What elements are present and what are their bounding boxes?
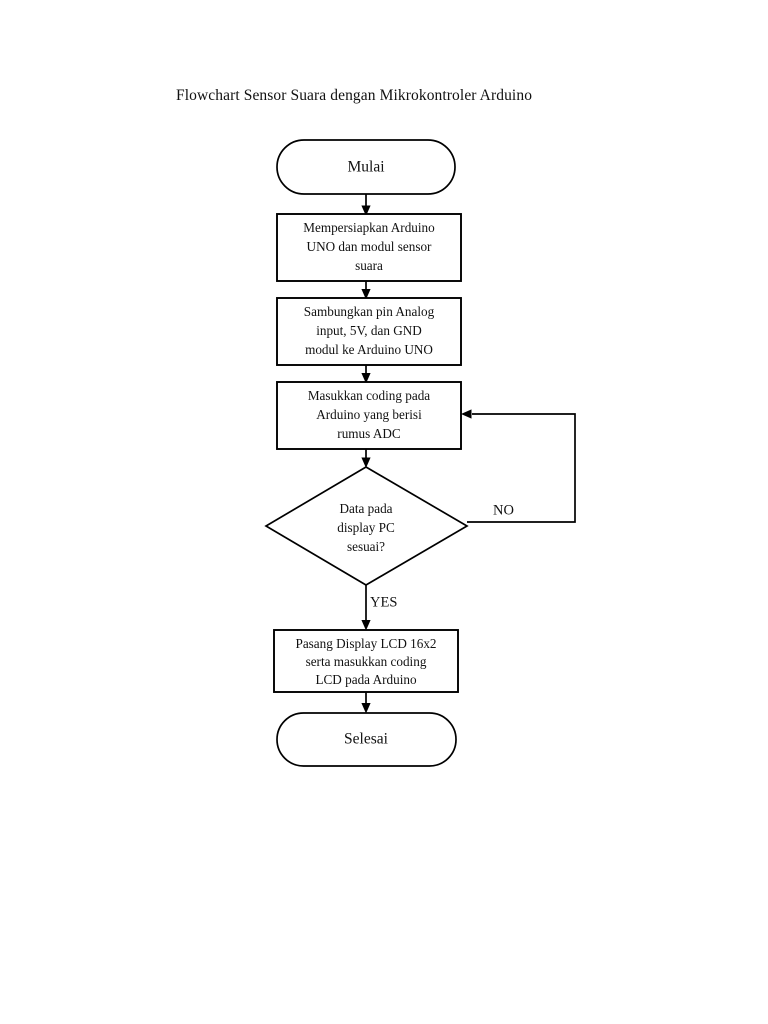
node-end[interactable]: Selesai [276, 712, 457, 767]
node-p3-line-2: Arduino yang berisi [316, 407, 422, 422]
node-d1-line-1: Data pada [339, 501, 392, 516]
edge-label-yes: YES [370, 594, 397, 610]
edge-decision-to-p4-yes [361, 585, 371, 631]
node-p4-line-3: LCD pada Arduino [315, 672, 416, 687]
node-p3-line-3: rumus ADC [337, 426, 401, 441]
node-p1-line-3: suara [355, 258, 383, 273]
edge-p1-to-p2 [361, 281, 371, 300]
node-process-connect-pins[interactable]: Sambungkan pin Analog input, 5V, dan GND… [276, 297, 462, 366]
node-p2-line-1: Sambungkan pin Analog [304, 304, 435, 319]
node-p2-line-2: input, 5V, dan GND [316, 323, 422, 338]
node-start-label: Mulai [347, 159, 385, 176]
node-p1-line-2: UNO dan modul sensor [307, 239, 433, 254]
edge-start-to-p1 [361, 194, 371, 216]
node-p1-line-1: Mempersiapkan Arduino [303, 220, 435, 235]
node-process-prepare-arduino[interactable]: Mempersiapkan Arduino UNO dan modul sens… [276, 213, 462, 282]
node-end-label: Selesai [344, 731, 389, 748]
edge-p4-to-end [361, 692, 371, 714]
node-p2-line-3: modul ke Arduino UNO [305, 342, 433, 357]
node-decision-data-sesuai[interactable]: Data pada display PC sesuai? [264, 466, 469, 586]
page-title: Flowchart Sensor Suara dengan Mikrokontr… [176, 87, 533, 104]
edge-label-no: NO [493, 502, 514, 518]
edge-decision-to-p3-no-loop [461, 409, 576, 523]
node-d1-line-2: display PC [337, 520, 395, 535]
node-start[interactable]: Mulai [276, 139, 456, 195]
node-p4-line-1: Pasang Display LCD 16x2 [295, 636, 436, 651]
node-d1-line-3: sesuai? [347, 539, 385, 554]
node-p4-line-2: serta masukkan coding [306, 654, 427, 669]
edge-p2-to-p3 [361, 365, 371, 384]
edge-p3-to-decision [361, 449, 371, 468]
node-process-enter-coding-adc[interactable]: Masukkan coding pada Arduino yang berisi… [276, 381, 462, 450]
node-process-install-lcd[interactable]: Pasang Display LCD 16x2 serta masukkan c… [273, 629, 459, 693]
node-p3-line-1: Masukkan coding pada [308, 388, 430, 403]
